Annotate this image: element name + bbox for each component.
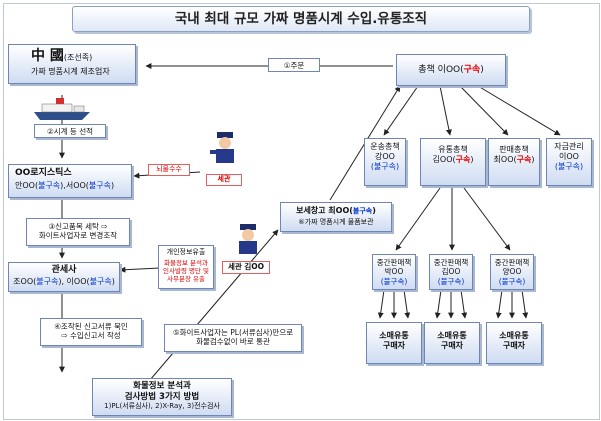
funds-manager-box: 자금관리 이OO (불구속): [546, 138, 592, 186]
middleman-box: 중간판매책 김OO (불구속): [429, 254, 473, 290]
customs-kim-box: 세관 김OO: [222, 261, 270, 274]
customs-officer-icon: [210, 132, 234, 163]
bribe-label-box: 뇌물수수: [148, 164, 190, 176]
warehouse-box: 보세창고 최OO(불구속) ⑥가짜 명품시계 물품보관: [280, 202, 392, 232]
middleman-box: 중간판매책 박OO (불구속): [372, 254, 416, 290]
info-leak-box: 개인정보유출 화물정보 분석과 인사발령 명단 및 사무분장 유출: [158, 245, 214, 289]
china-name: 中 國: [31, 48, 64, 64]
customs-label: 세관: [217, 175, 231, 183]
china-suffix: (조선족): [63, 53, 93, 62]
middleman-box: 중간판매책 양OO (불구속): [490, 254, 534, 290]
shipping-label-box: ②시계 등 선적: [34, 124, 106, 138]
order-label: ①주문: [283, 61, 305, 70]
customs-kim-icon: [239, 224, 257, 254]
diagram-frame: [3, 3, 600, 420]
china-desc: 가짜 명품시계 제조업자: [31, 66, 110, 76]
logistics-box: OO로지스틱스 안OO(불구속),서OO(불구속): [8, 164, 132, 198]
step5-box: ⑤화이트사업자는 PL(서류심사)만으로 화물검수없이 바로 통관: [164, 324, 302, 352]
page-title: 국내 최대 규모 가짜 명품시계 수입.유통조직: [72, 6, 530, 32]
bribe-label: 뇌물수수: [156, 165, 182, 173]
cargo-analysis-box: 화물정보 분석과 검사방법 3가지 방법 1)PL(서류심사), 2)X-Ray…: [92, 378, 232, 416]
shipping-label: ②시계 등 선적: [47, 127, 93, 136]
cargo-to-warehouse-arrow: [149, 229, 279, 381]
customs-kim-label: 세관 김OO: [227, 262, 265, 271]
transport-chief-box: 운송총책 강OO (불구속): [364, 138, 406, 186]
china-manufacturer-box: 中 國(조선족) 가짜 명품시계 제조업자: [8, 44, 136, 84]
step4-box: ④조작된 신고서류 묵인 ⇨ 수입신고서 작성: [40, 318, 142, 346]
broker-box: 관세사 조OO(불구속), 이OO(불구속): [8, 262, 120, 292]
step3-box: ③신고품목 세탁 ⇨ 화이트사업자로 변경조작: [26, 218, 130, 246]
customs-label-box: 세관: [206, 174, 242, 186]
distribution-chief-box: 유통총책 김OO(구속): [420, 138, 486, 186]
retail-buyer-box: 소매유통 구매자: [366, 322, 422, 364]
sales-chief-box: 판매총책 최OO(구속): [488, 138, 540, 186]
ship-icon: [34, 98, 90, 120]
order-label-box: ①주문: [268, 58, 320, 72]
chief-box: 총책 이OO(구속): [396, 54, 506, 86]
retail-buyer-box: 소매유통 구매자: [486, 322, 542, 364]
info-leak-arrow: [119, 266, 161, 273]
broker-name: 관세사: [51, 265, 77, 275]
retail-buyer-box: 소매유통 구매자: [424, 322, 480, 364]
logistics-name: OO로지스틱스: [15, 168, 72, 178]
